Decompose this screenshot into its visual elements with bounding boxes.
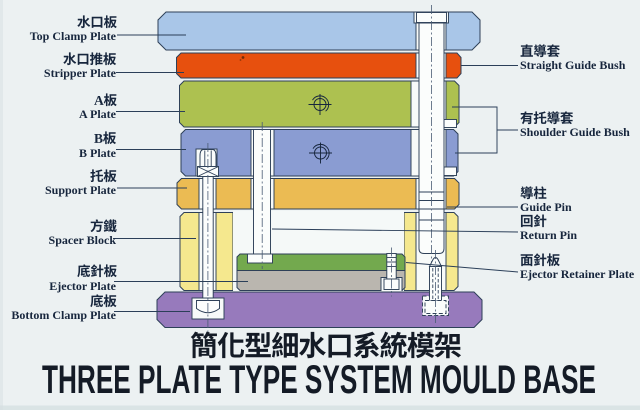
label-ejector-retainer-plate-zh bbox=[520, 252, 640, 268]
scan-speck bbox=[239, 59, 242, 61]
label-b-plate-zh bbox=[0, 131, 118, 146]
label-return-pin-en: Return Pin bbox=[520, 227, 577, 242]
label-a-plate-en: A Plate bbox=[79, 107, 116, 121]
label-shoulder-guide-bush-en: Shoulder Guide Bush bbox=[520, 125, 630, 139]
position-symbol-b-plate bbox=[309, 142, 332, 164]
support-plate bbox=[176, 178, 460, 210]
label-support-plate-en: Support Plate bbox=[44, 183, 116, 197]
label-shoulder-guide-bush-zh bbox=[520, 111, 640, 126]
page-title-en-text: THREE PLATE TYPE SYSTEM MOULD BASE bbox=[42, 362, 596, 402]
scan-edge-bottom bbox=[0, 405, 640, 410]
label-stripper-plate: Stripper Plate bbox=[0, 51, 118, 81]
scan-speck bbox=[241, 56, 245, 59]
label-b-plate-en: B Plate bbox=[79, 145, 116, 160]
label-straight-guide-bush: Straight Guide Bush bbox=[520, 44, 640, 72]
shoulder-bush-flange-b bbox=[442, 166, 457, 176]
return-pin-foot bbox=[247, 253, 273, 264]
label-bottom-clamp-plate: Bottom Clamp Plate bbox=[0, 293, 118, 323]
label-spacer-block: Spacer Block bbox=[0, 218, 118, 248]
label-stripper-plate-zh bbox=[0, 51, 118, 67]
top-clamp-plate bbox=[157, 11, 481, 51]
label-stripper-plate-en: Stripper Plate bbox=[43, 66, 116, 80]
label-b-plate: B Plate bbox=[0, 131, 118, 160]
leader-ejector-retainer-plate bbox=[405, 262, 519, 273]
label-ejector-plate: Ejector Plate bbox=[0, 264, 118, 293]
bottom-clamp-plate bbox=[156, 291, 483, 328]
label-return-pin-zh bbox=[520, 213, 640, 229]
label-ejector-retainer-plate: Ejector Retainer Plate bbox=[520, 252, 640, 281]
shoulder-bush-flange-a bbox=[442, 119, 457, 128]
leader-return-pin bbox=[271, 228, 519, 233]
label-bottom-clamp-plate-en: Bottom Clamp Plate bbox=[11, 308, 116, 322]
label-straight-guide-bush-en: Straight Guide Bush bbox=[520, 58, 626, 72]
label-support-plate-zh bbox=[0, 168, 118, 184]
label-shoulder-guide-bush: Shoulder Guide Bush bbox=[520, 111, 640, 139]
scan-edge-left bbox=[0, 0, 3, 410]
label-top-clamp-plate-zh bbox=[0, 14, 118, 30]
stop-pin-head bbox=[199, 149, 217, 167]
label-ejector-plate-zh bbox=[0, 264, 118, 279]
position-symbol-a-plate bbox=[308, 94, 332, 115]
label-a-plate-zh bbox=[0, 92, 118, 108]
label-spacer-block-en: Spacer Block bbox=[48, 233, 116, 247]
label-ejector-plate-en: Ejector Plate bbox=[49, 278, 116, 293]
page-title-zh bbox=[190, 331, 462, 365]
label-straight-guide-bush-zh bbox=[520, 44, 640, 59]
label-guide-pin-en: Guide Pin bbox=[520, 200, 572, 214]
label-guide-pin: Guide Pin bbox=[520, 186, 640, 214]
label-top-clamp-plate: Top Clamp Plate bbox=[0, 14, 118, 44]
label-return-pin: Return Pin bbox=[520, 213, 640, 242]
leader-shoulder-guide-bush bbox=[452, 106, 518, 154]
ejector-plate bbox=[236, 270, 406, 291]
page-title-en: THREE PLATE TYPE SYSTEM MOULD BASE bbox=[42, 362, 596, 402]
label-support-plate: Support Plate bbox=[0, 168, 118, 198]
label-guide-pin-zh bbox=[520, 186, 640, 201]
label-spacer-block-zh bbox=[0, 218, 118, 234]
label-a-plate: A Plate bbox=[0, 92, 118, 122]
stripper-plate bbox=[176, 52, 462, 79]
label-top-clamp-plate-en: Top Clamp Plate bbox=[29, 29, 116, 43]
label-bottom-clamp-plate-zh bbox=[0, 293, 118, 309]
label-ejector-retainer-plate-en: Ejector Retainer Plate bbox=[520, 266, 635, 281]
